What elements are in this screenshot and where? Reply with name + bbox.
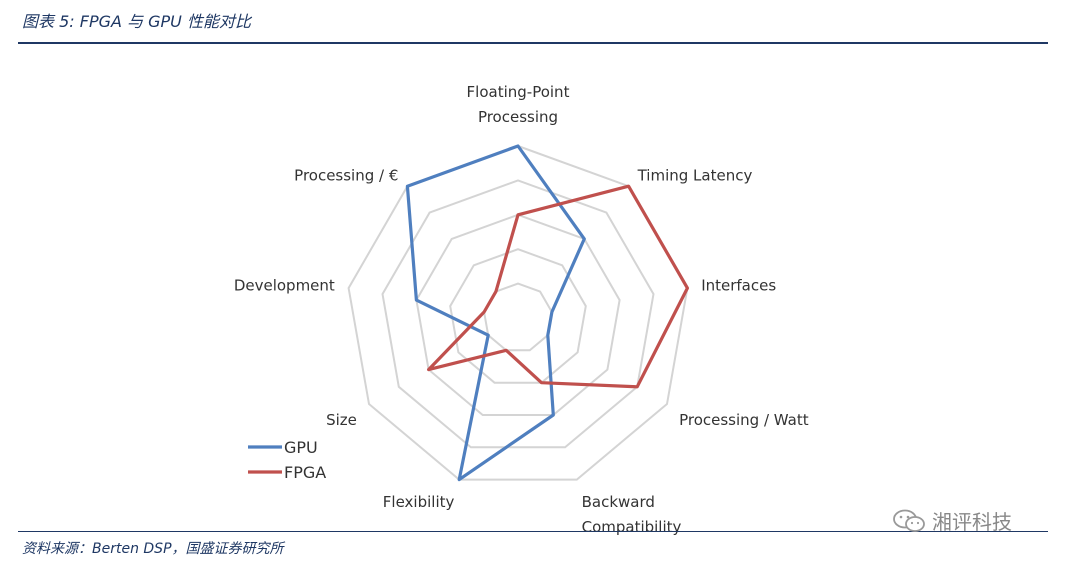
series-fpga-line <box>427 184 690 389</box>
axis-label-8: Processing / € <box>294 167 398 185</box>
grid-ring-4 <box>381 179 655 449</box>
axis-label-1: Timing Latency <box>637 167 753 185</box>
watermark-text: 湘评科技 <box>932 510 1012 534</box>
axis-label-6: Size <box>326 411 357 429</box>
figure-title: 图表 5: FPGA 与 GPU 性能对比 <box>22 12 251 31</box>
axis-label-2: Interfaces <box>701 277 776 295</box>
watermark: 湘评科技 <box>892 506 1012 535</box>
wechat-icon <box>893 509 925 532</box>
series-gpu-line <box>405 144 586 482</box>
grid-ring-5 <box>347 144 689 481</box>
footer-rule <box>18 531 1048 532</box>
chart-legend: GPU FPGA <box>248 438 326 482</box>
axis-label-5: Flexibility <box>383 493 455 511</box>
radar-series <box>405 144 690 482</box>
grid-ring-3 <box>415 213 621 416</box>
legend-label-fpga: FPGA <box>284 463 326 482</box>
source-note: 资料来源：Berten DSP，国盛证券研究所 <box>22 541 284 557</box>
radar-grid <box>347 144 689 481</box>
header-rule <box>18 42 1048 44</box>
grid-ring-2 <box>449 248 587 384</box>
axis-label-7: Development <box>234 277 335 295</box>
axis-label-3: Processing / Watt <box>679 411 809 429</box>
legend-label-gpu: GPU <box>284 438 318 457</box>
